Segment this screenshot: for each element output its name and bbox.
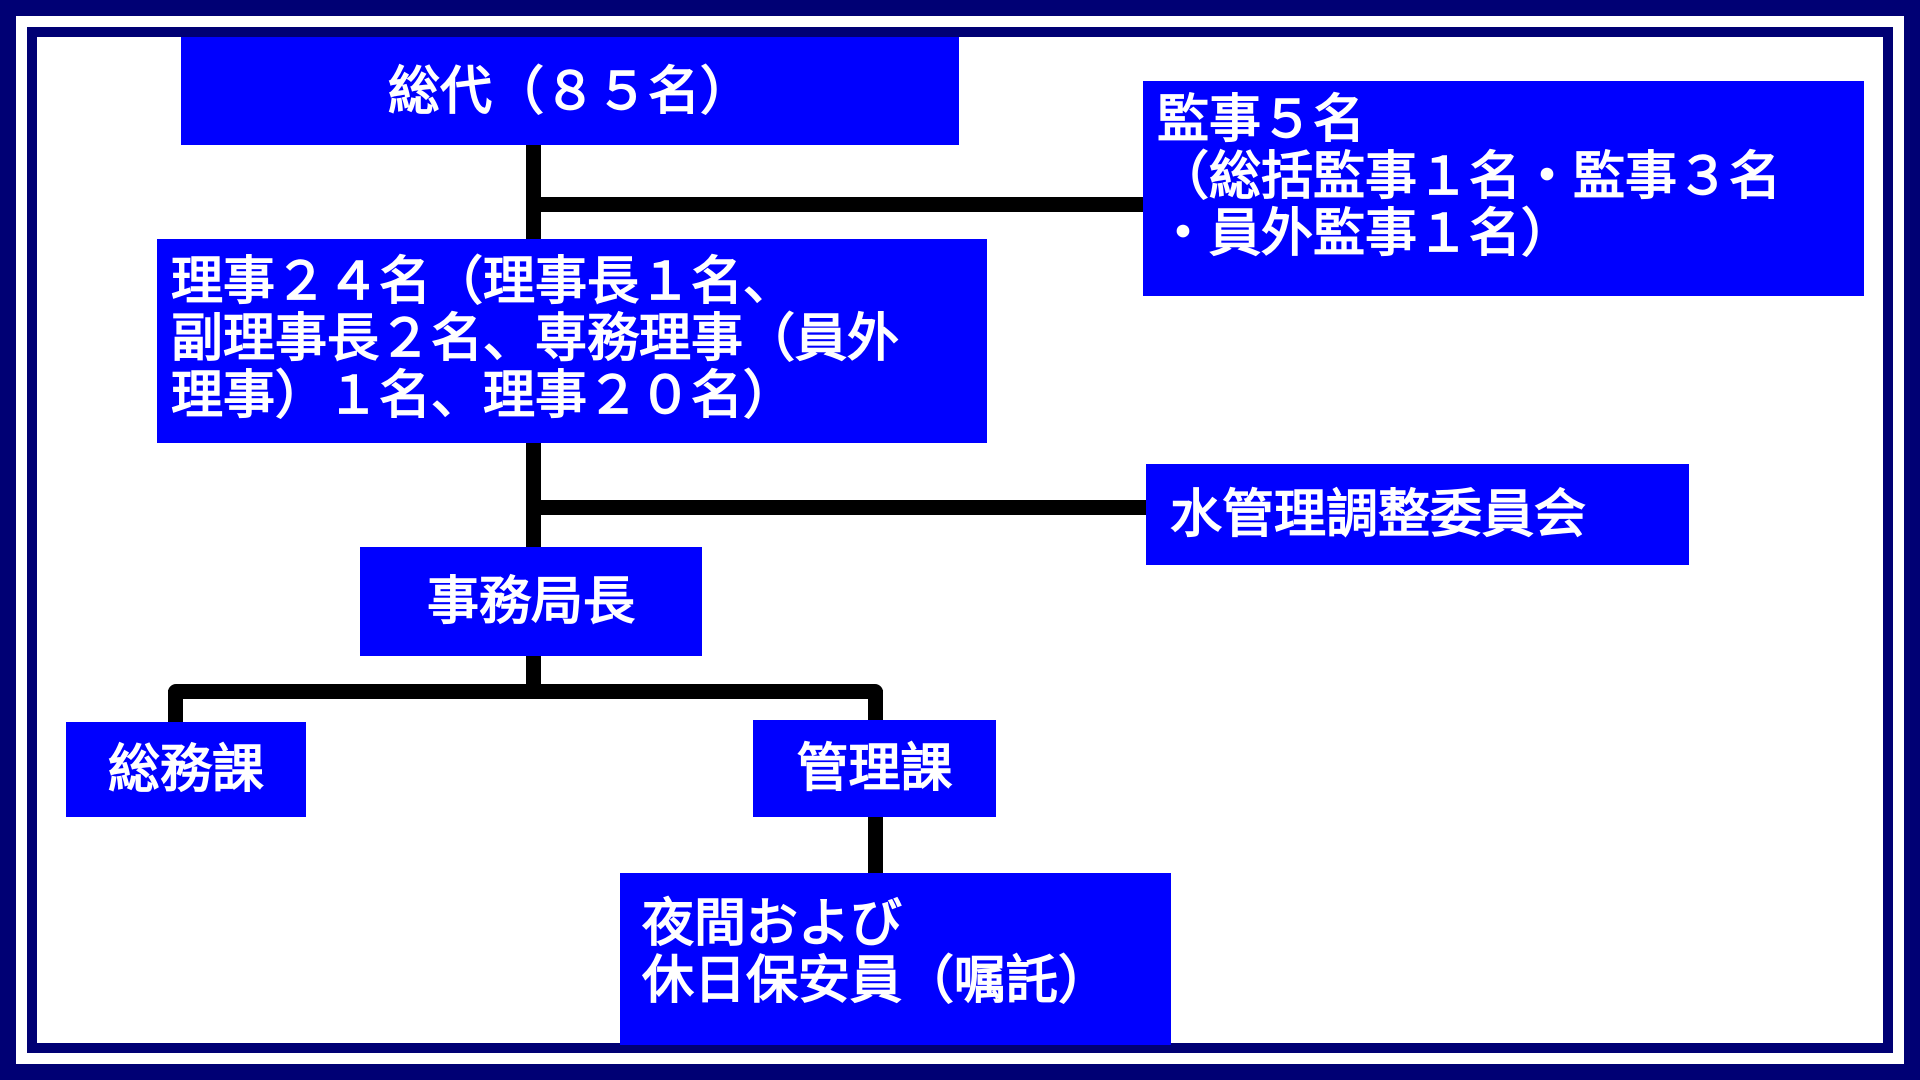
water-committee-label: 水管理調整委員会 — [1170, 484, 1587, 545]
auditors-box: 監事５名 （総括監事１名・監事３名 ・員外監事１名） — [1143, 81, 1864, 296]
auditors-line-3: ・員外監事１名） — [1157, 203, 1574, 264]
security-line-2: 休日保安員（嘱託） — [642, 950, 1111, 1011]
auditors-line-1: 監事５名 — [1157, 89, 1366, 150]
management-box: 管理課 — [753, 720, 996, 817]
general-affairs-label: 総務課 — [107, 739, 264, 800]
connector-sections-horizontal — [168, 684, 883, 699]
auditors-line-2: （総括監事１名・監事３名 — [1157, 146, 1782, 207]
security-box: 夜間および 休日保安員（嘱託） — [620, 873, 1171, 1045]
secretary-general-label: 事務局長 — [426, 571, 635, 632]
directors-line-3: 理事）１名、理事２０名） — [171, 365, 796, 426]
connector-auditors — [526, 197, 1146, 212]
connector-water-committee — [526, 500, 1148, 515]
water-committee-box: 水管理調整委員会 — [1146, 464, 1689, 565]
directors-box: 理事２４名（理事長１名、 副理事長２名、専務理事（員外 理事）１名、理事２０名） — [157, 239, 987, 443]
secretary-general-box: 事務局長 — [360, 547, 702, 656]
security-line-1: 夜間および — [642, 893, 903, 954]
general-assembly-box: 総代（８５名） — [181, 37, 959, 145]
directors-line-2: 副理事長２名、専務理事（員外 — [171, 308, 900, 369]
management-label: 管理課 — [796, 738, 953, 799]
directors-line-1: 理事２４名（理事長１名、 — [171, 251, 796, 312]
connector-security — [868, 815, 883, 875]
general-affairs-box: 総務課 — [66, 722, 306, 817]
general-assembly-label: 総代（８５名） — [387, 60, 752, 122]
connector-general-affairs — [168, 690, 183, 724]
connector-management — [868, 690, 883, 722]
